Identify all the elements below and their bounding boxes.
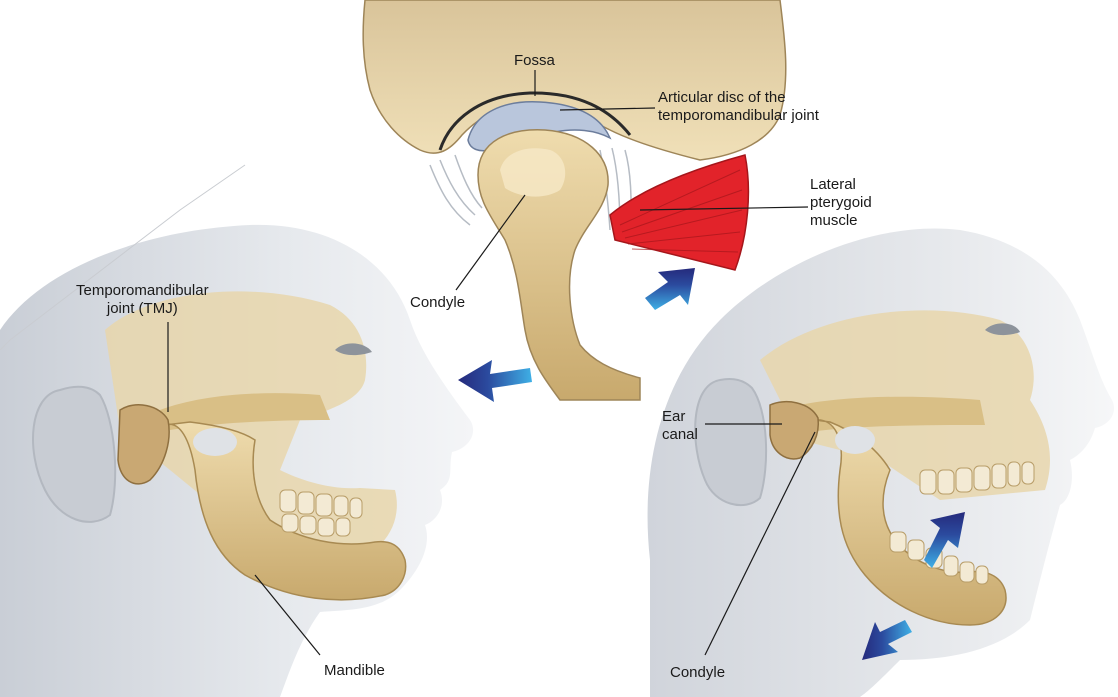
label-lateral-pterygoid-line-1: Lateral — [810, 176, 856, 193]
condyle-highlight — [500, 148, 566, 197]
condyle-process — [477, 129, 641, 401]
label-articular-disc-line-1: Articular disc of the — [658, 89, 786, 106]
joint-closeup — [362, 0, 787, 401]
lateral-pterygoid-muscle — [609, 154, 750, 271]
label-lateral-pterygoid-line-3: muscle — [810, 212, 858, 229]
label-ear-canal-line-1: Ear — [662, 408, 686, 425]
left-mandibular-notch — [193, 428, 237, 456]
label-lateral-pterygoid-line-2: pterygoid — [810, 194, 872, 211]
label-condyle-jaw: Condyle — [670, 664, 726, 681]
label-mandible: Mandible — [324, 662, 385, 679]
label-fossa: Fossa — [514, 52, 555, 69]
label-lateral-pterygoid-muscle: Lateral pterygoid muscle — [810, 176, 872, 230]
left-skull — [105, 291, 397, 560]
left-teeth — [279, 489, 363, 537]
right-mandibular-notch — [835, 426, 875, 454]
right-eye — [985, 323, 1020, 336]
label-tmj: Temporomandibular joint (TMJ) — [76, 282, 209, 318]
label-ear-canal: Ear canal — [662, 408, 698, 444]
left-zygomatic-arch — [160, 393, 330, 430]
label-articular-disc-line-2: temporomandibular joint — [658, 107, 819, 124]
left-eye — [335, 343, 372, 356]
right-upper-teeth — [919, 461, 1035, 495]
arrow-left-closeup — [458, 360, 532, 402]
label-ear-canal-line-2: canal — [662, 426, 698, 443]
arrow-up-jaw — [924, 512, 965, 568]
right-mandible — [814, 419, 1007, 626]
arrow-down-jaw — [862, 620, 912, 660]
left-tmj-area — [117, 404, 170, 485]
left-mandible — [164, 421, 407, 601]
leader-lines — [0, 70, 816, 656]
label-articular-disc: Articular disc of the temporomandibular … — [658, 89, 819, 125]
label-condyle-closeup: Condyle — [410, 294, 466, 311]
arrow-up-closeup — [645, 268, 695, 310]
left-ear — [32, 385, 117, 523]
label-tmj-line-1: Temporomandibular — [76, 282, 209, 299]
fossa-line — [438, 91, 632, 151]
right-zygomatic-arch — [800, 396, 985, 432]
right-ear — [694, 378, 768, 507]
right-head — [647, 228, 1115, 697]
label-tmj-line-2: joint (TMJ) — [106, 300, 178, 317]
left-head — [0, 224, 474, 697]
right-tmj-area — [769, 401, 820, 460]
